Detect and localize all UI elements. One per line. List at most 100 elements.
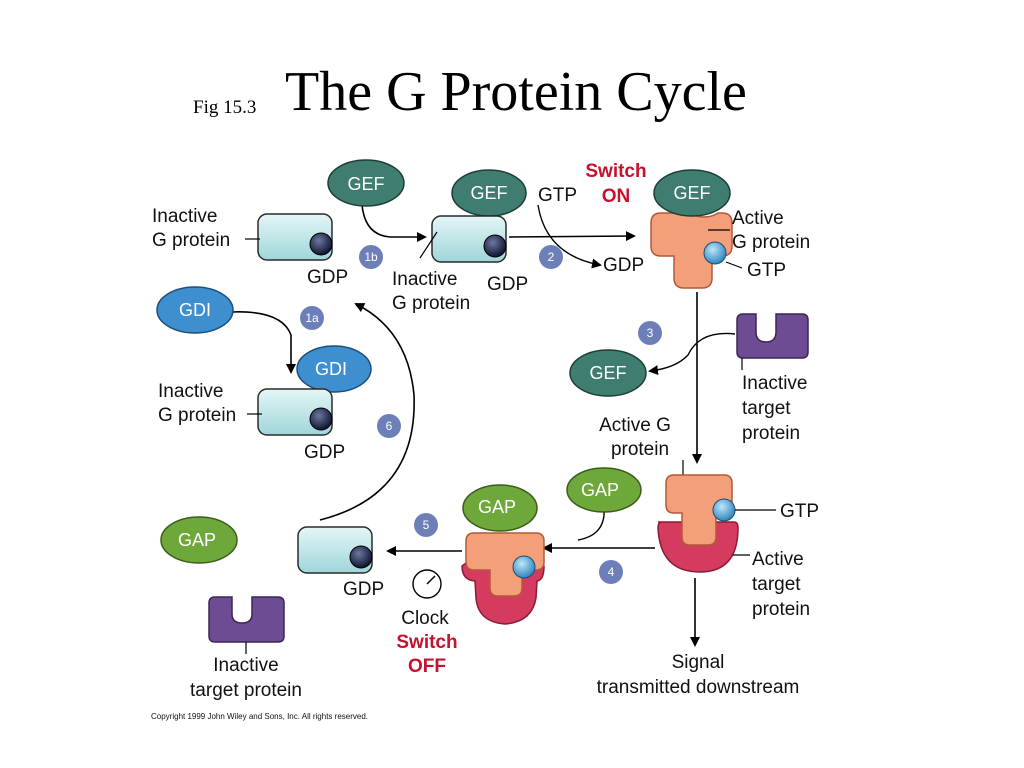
step-5-badge: 5 (414, 513, 438, 537)
arrow-3 (648, 332, 736, 376)
svg-text:2: 2 (548, 250, 555, 264)
label-gdp: GDP (307, 267, 348, 288)
label-signal: Signal (672, 652, 725, 673)
label-inactive: Inactive (392, 269, 457, 290)
switch-on-label: Switch (585, 161, 646, 182)
label-protein: protein (752, 599, 810, 620)
label-g-protein: G protein (732, 232, 810, 253)
label-active: Active (752, 549, 804, 570)
svg-text:1a: 1a (305, 311, 319, 325)
gap-icon (566, 467, 642, 513)
svg-text:3: 3 (647, 326, 654, 340)
gef-label: GEF (589, 363, 626, 383)
label-inactive: Inactive (152, 206, 217, 227)
gdp-icon (309, 407, 333, 431)
gap-label: GAP (178, 530, 216, 550)
gap-g-protein-target-complex: GAP (461, 484, 545, 625)
active-g-protein-body (665, 474, 733, 546)
gef-label: GEF (470, 183, 507, 203)
gdp-icon (309, 232, 333, 256)
label-gdp-out: GDP (603, 255, 644, 276)
label-target: target (752, 574, 801, 595)
label-g-protein: G protein (152, 230, 230, 251)
inactive-g-protein-gdi-complex: GDI Inactive G protein GDP (158, 345, 372, 463)
active-target-protein-body (657, 521, 739, 573)
gtp-icon (512, 555, 536, 579)
arrow-6 (319, 303, 415, 521)
label-gdp: GDP (343, 579, 384, 600)
switch-on-state: ON (602, 186, 631, 207)
label-gdp: GDP (304, 442, 345, 463)
arrow-gap-binding (577, 507, 605, 541)
inactive-g-protein-released: GDP (297, 526, 384, 600)
step-2-badge: 2 (539, 245, 563, 269)
active-g-protein-gef-complex: GEF Active G protein GTP (650, 169, 810, 289)
label-target: target (742, 398, 791, 419)
figure-label: Fig 15.3 (193, 97, 257, 118)
svg-text:6: 6 (386, 419, 393, 433)
switch-off-label: Switch (396, 632, 457, 653)
gdp-icon (349, 545, 373, 569)
label-inactive: Inactive (158, 381, 223, 402)
gef-icon (569, 349, 647, 397)
gdi-free: GDI (156, 286, 234, 334)
label-target-protein: target protein (190, 680, 302, 701)
svg-text:4: 4 (608, 565, 615, 579)
target-protein-body (208, 596, 285, 643)
gef-label: GEF (673, 183, 710, 203)
clock: Clock (401, 569, 449, 629)
label-active-g-protein: protein (611, 439, 669, 460)
gef-released: GEF (569, 349, 647, 397)
gap-label: GAP (478, 497, 516, 517)
page-title: The G Protein Cycle (285, 61, 747, 123)
arrow-2 (508, 231, 636, 242)
label-inactive: Inactive (213, 655, 278, 676)
svg-text:5: 5 (423, 518, 430, 532)
target-protein-body (736, 313, 809, 359)
gdp-icon (483, 234, 507, 258)
label-active-g: Active G (599, 415, 671, 436)
inactive-target-protein-2: Inactive target protein (190, 596, 302, 701)
active-g-target-complex: GTP Active target protein (657, 474, 819, 620)
gef-1: GEF (327, 159, 405, 207)
arrow-1a (231, 311, 296, 374)
gef-icon (653, 169, 731, 217)
inactive-target-protein-1: Inactive target protein (736, 313, 809, 444)
gap-free-right: GAP (566, 467, 642, 513)
arrow-gdp-release (537, 204, 602, 269)
copyright-notice: Copyright 1999 John Wiley and Sons, Inc.… (151, 712, 368, 721)
gap-label: GAP (581, 480, 619, 500)
label-gtp: GTP (747, 260, 786, 281)
inactive-g-protein-1: Inactive G protein GDP (152, 206, 348, 288)
gdi-label: GDI (315, 359, 347, 379)
label-inactive: Inactive (742, 373, 807, 394)
gef-icon (327, 159, 405, 207)
title-row: Fig 15.3 The G Protein Cycle (0, 55, 1024, 145)
label-g-protein: G protein (158, 405, 236, 426)
gap-icon (462, 484, 538, 532)
label-gtp-in: GTP (538, 185, 577, 206)
label-gtp: GTP (780, 501, 819, 522)
switch-off-state: OFF (408, 656, 446, 677)
gef-label: GEF (347, 174, 384, 194)
active-g-protein-body (465, 532, 545, 597)
gdi-icon (156, 286, 234, 334)
step-6-badge: 6 (377, 414, 401, 438)
gdi-icon (296, 345, 372, 393)
step-1b-badge: 1b (359, 245, 383, 269)
gap-icon (160, 516, 238, 564)
inactive-g-protein-gef-complex: GEF Inactive G protein GDP (392, 169, 528, 314)
step-3-badge: 3 (638, 321, 662, 345)
label-transmitted: transmitted downstream (597, 677, 800, 698)
gap-free-left: GAP (160, 516, 238, 564)
label-protein: protein (742, 423, 800, 444)
step-4-badge: 4 (599, 560, 623, 584)
gtp-icon (712, 498, 736, 522)
label-gdp: GDP (487, 274, 528, 295)
step-badges: 1b 1a 2 3 4 5 6 (300, 245, 662, 584)
label-clock: Clock (401, 608, 449, 629)
gtp-icon (703, 241, 727, 265)
arrow-1b (361, 204, 427, 242)
svg-text:1b: 1b (364, 250, 378, 264)
